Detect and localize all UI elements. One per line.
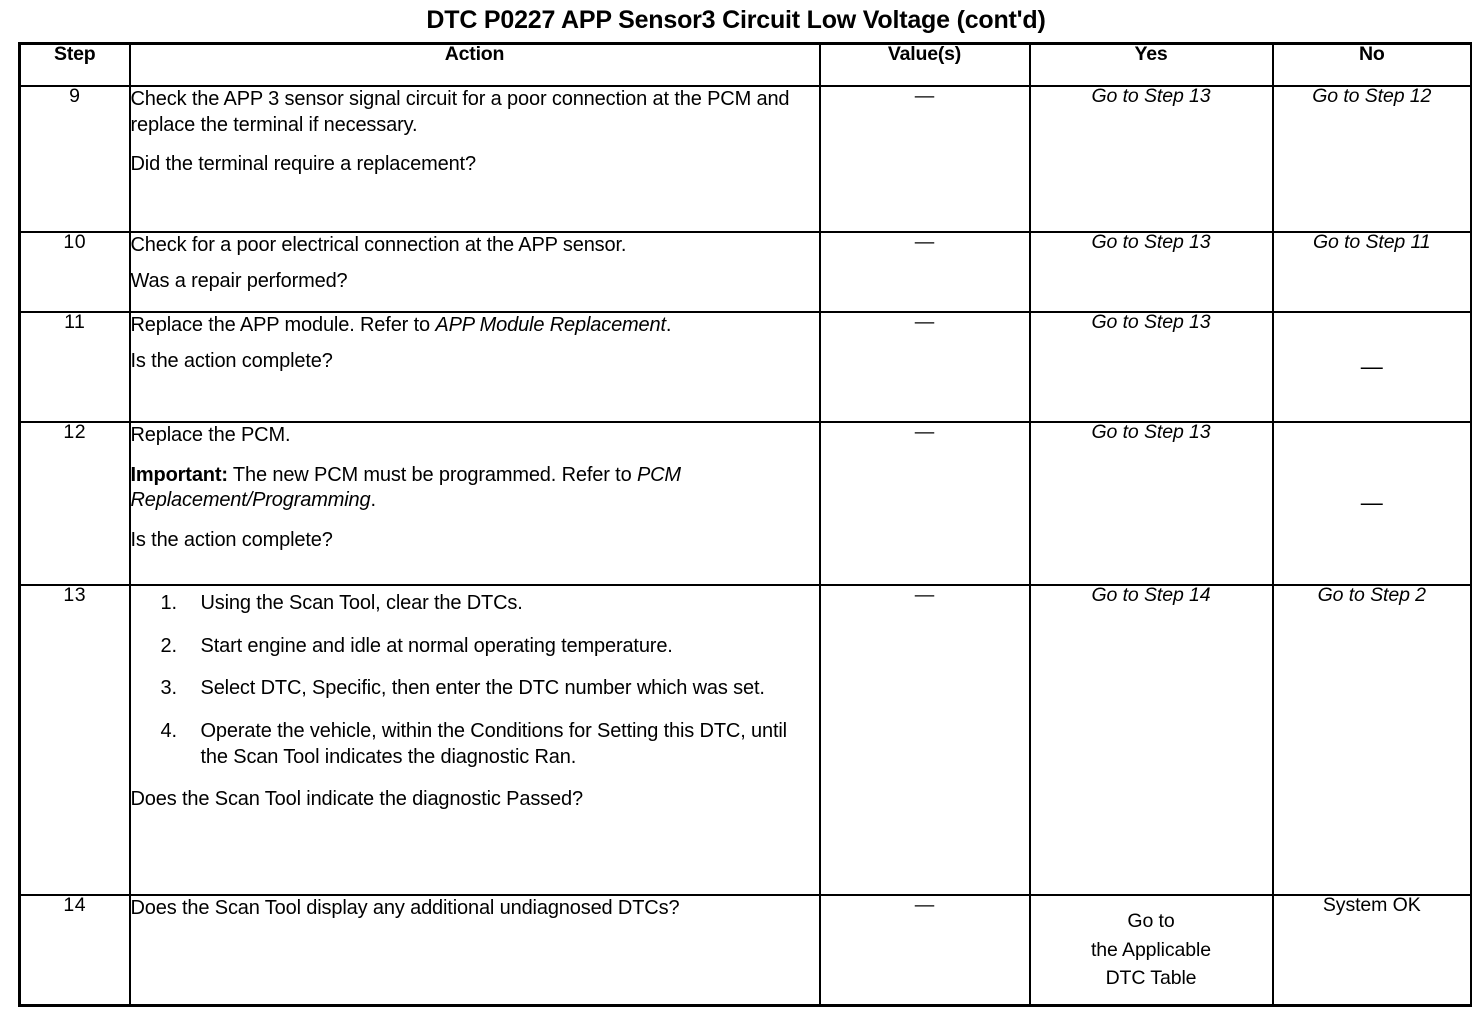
list-item: 2. Start engine and idle at normal opera…	[161, 633, 819, 660]
value-dash: —	[914, 421, 935, 443]
action-text-plain: Replace the APP module. Refer to	[130, 314, 436, 336]
table-row: 14 Does the Scan Tool display any additi…	[18, 894, 1472, 1006]
page-title: DTC P0227 APP Sensor3 Circuit Low Voltag…	[426, 6, 1046, 34]
action-question: Does the Scan Tool indicate the diagnost…	[130, 787, 584, 810]
value-cell: —	[818, 85, 1031, 233]
no-action: Go to Step 11	[1312, 231, 1431, 253]
action-cell: Check for a poor electrical connection a…	[128, 231, 821, 313]
list-item: 4. Operate the vehicle, within the Condi…	[161, 718, 819, 771]
list-item-text: Start engine and idle at normal operatin…	[200, 634, 673, 657]
no-dash: —	[1360, 490, 1383, 516]
action-text-period: .	[665, 314, 672, 336]
list-item-number: 2.	[160, 634, 178, 657]
table-row: 13 1. Using the Scan Tool, clear the DTC…	[18, 584, 1472, 896]
value-cell: —	[818, 311, 1031, 423]
column-header-value: Value(s)	[818, 42, 1031, 87]
table-row: 12 Replace the PCM. Important: The new P…	[18, 421, 1472, 586]
action-text: Replace the PCM.	[130, 424, 291, 446]
action-question: Is the action complete?	[130, 528, 333, 551]
action-cell: Replace the APP module. Refer to APP Mod…	[128, 311, 821, 423]
column-header-no: No	[1271, 42, 1472, 87]
list-item-number: 4.	[160, 719, 178, 742]
value-cell: —	[818, 584, 1031, 896]
action-text-italic: PCM Replacement/Programming	[130, 463, 682, 512]
action-step-list: 1. Using the Scan Tool, clear the DTCs. …	[131, 590, 819, 771]
column-header-step: Step	[18, 42, 131, 87]
table-body: 9 Check the APP 3 sensor signal circuit …	[18, 85, 1472, 1006]
yes-cell: Go to Step 14	[1028, 584, 1274, 896]
no-cell: —	[1271, 311, 1472, 423]
no-cell: Go to Step 11	[1271, 231, 1472, 313]
action-cell: Does the Scan Tool display any additiona…	[128, 894, 821, 1006]
value-cell: —	[818, 421, 1031, 586]
no-cell: System OK	[1271, 894, 1472, 1006]
action-question: Is the action complete?	[130, 349, 333, 372]
action-question: Was a repair performed?	[130, 269, 348, 292]
no-action: Go to Step 12	[1312, 85, 1432, 107]
yes-action-line: Go to	[1127, 910, 1175, 933]
important-label: Important:	[130, 463, 229, 486]
action-cell: Replace the PCM. Important: The new PCM …	[128, 421, 821, 586]
value-dash: —	[914, 85, 935, 107]
table-row: 10 Check for a poor electrical connectio…	[18, 231, 1472, 313]
action-cell: Check the APP 3 sensor signal circuit fo…	[128, 85, 821, 233]
value-dash: —	[914, 231, 935, 253]
yes-action: Go to Step 13	[1091, 231, 1211, 253]
action-text-italic: APP Module Replacement	[435, 314, 666, 336]
table-row: 9 Check the APP 3 sensor signal circuit …	[18, 85, 1472, 233]
step-number: 14	[18, 894, 131, 1006]
yes-action: Go to Step 13	[1091, 311, 1211, 333]
yes-action: Go to Step 13	[1091, 85, 1211, 107]
list-item-number: 3.	[160, 677, 178, 700]
step-number: 12	[18, 421, 131, 586]
yes-action-line: DTC Table	[1105, 966, 1197, 989]
step-number: 10	[18, 231, 131, 313]
value-cell: —	[818, 894, 1031, 1006]
yes-cell: Go to Step 13	[1028, 421, 1274, 586]
no-cell: Go to Step 2	[1271, 584, 1472, 896]
table-header: Step Action Value(s) Yes No	[18, 42, 1472, 87]
action-text: Check for a poor electrical connection a…	[130, 234, 627, 256]
no-cell: —	[1271, 421, 1472, 586]
column-header-yes: Yes	[1028, 42, 1274, 87]
no-action: Go to Step 2	[1317, 584, 1426, 606]
yes-action-line: the Applicable	[1090, 938, 1212, 961]
value-dash: —	[914, 584, 935, 606]
yes-action: Go to Step 13	[1091, 421, 1211, 443]
no-dash: —	[1360, 353, 1383, 379]
value-cell: —	[818, 231, 1031, 313]
yes-cell: Go to Step 13	[1028, 311, 1274, 423]
important-text: The new PCM must be programmed. Refer to	[227, 463, 637, 486]
action-question: Does the Scan Tool display any additiona…	[130, 897, 680, 919]
yes-cell: Go to Step 13	[1028, 85, 1274, 233]
yes-cell: Go to the Applicable DTC Table	[1028, 894, 1274, 1006]
value-dash: —	[914, 311, 935, 333]
action-text: Replace the APP module. Refer to APP Mod…	[131, 313, 819, 339]
list-item-number: 1.	[160, 592, 178, 614]
action-text-period: .	[370, 489, 377, 512]
no-action: System OK	[1322, 894, 1421, 916]
list-item-text: Select DTC, Specific, then enter the DTC…	[200, 677, 765, 700]
list-item-text: Using the Scan Tool, clear the DTCs.	[200, 592, 523, 614]
step-number: 11	[18, 311, 131, 423]
value-dash: —	[914, 894, 935, 916]
yes-cell: Go to Step 13	[1028, 231, 1274, 313]
table-header-row: Step Action Value(s) Yes No	[18, 42, 1472, 87]
step-number: 9	[18, 85, 131, 233]
table-row: 11 Replace the APP module. Refer to APP …	[18, 311, 1472, 423]
action-cell: 1. Using the Scan Tool, clear the DTCs. …	[128, 584, 821, 896]
step-number: 13	[18, 584, 131, 896]
list-item: 3. Select DTC, Specific, then enter the …	[161, 675, 819, 702]
list-item-text: Operate the vehicle, within the Conditio…	[200, 719, 788, 769]
no-cell: Go to Step 12	[1271, 85, 1472, 233]
yes-action: Go to Step 14	[1091, 584, 1211, 606]
column-header-action: Action	[128, 42, 821, 87]
diagnostic-table: Step Action Value(s) Yes No 9 Check the …	[18, 42, 1472, 1007]
action-important: Important: The new PCM must be programme…	[131, 463, 819, 514]
action-question: Did the terminal require a replacement?	[130, 153, 477, 176]
action-text: Check the APP 3 sensor signal circuit fo…	[130, 88, 790, 136]
list-item: 1. Using the Scan Tool, clear the DTCs.	[161, 590, 819, 617]
